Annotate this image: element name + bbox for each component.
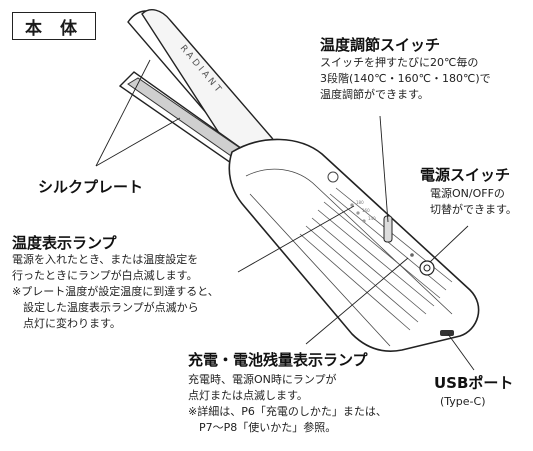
usb-port [440, 330, 454, 336]
temp-switch-desc: スイッチを押すたびに20℃毎の 3段階(140℃・160℃・180℃)で 温度調… [320, 56, 491, 101]
temp-mark-160: 160 [362, 208, 370, 213]
temp-mark-180: 180 [356, 200, 364, 205]
power-switch-desc: 電源ON/OFFの 切替ができます。 [430, 187, 517, 216]
temp-switch-heading: 温度調節スイッチ [320, 36, 441, 54]
section-title: 本 体 [12, 12, 96, 40]
usb-port-sub: (Type-C) [440, 395, 486, 408]
charge-lamp [410, 253, 414, 257]
temperature-switch [383, 215, 393, 243]
temperature-lamps [350, 203, 366, 223]
temp-lamp-desc: 電源を入れたとき、または温度設定を 行ったときにランプが白点滅します。 ※プレー… [12, 253, 219, 330]
logo-mark [327, 171, 339, 183]
usb-port-heading: USBポート [434, 374, 514, 392]
charge-lamp-heading: 充電・電池残量表示ランプ [188, 351, 368, 369]
iron-handle [228, 138, 480, 352]
leader-lines [95, 59, 475, 371]
power-switch-heading: 電源スイッチ [420, 166, 511, 184]
silk-plate-heading: シルクプレート [38, 178, 144, 196]
charge-lamp-desc: 充電時、電源ON時にランプが 点灯または点滅します。 ※詳細は、P6「充電のしか… [188, 373, 387, 434]
temp-lamp-heading: 温度表示ランプ [12, 234, 117, 252]
power-switch [419, 260, 435, 276]
temp-mark-140: 140 [368, 216, 376, 221]
